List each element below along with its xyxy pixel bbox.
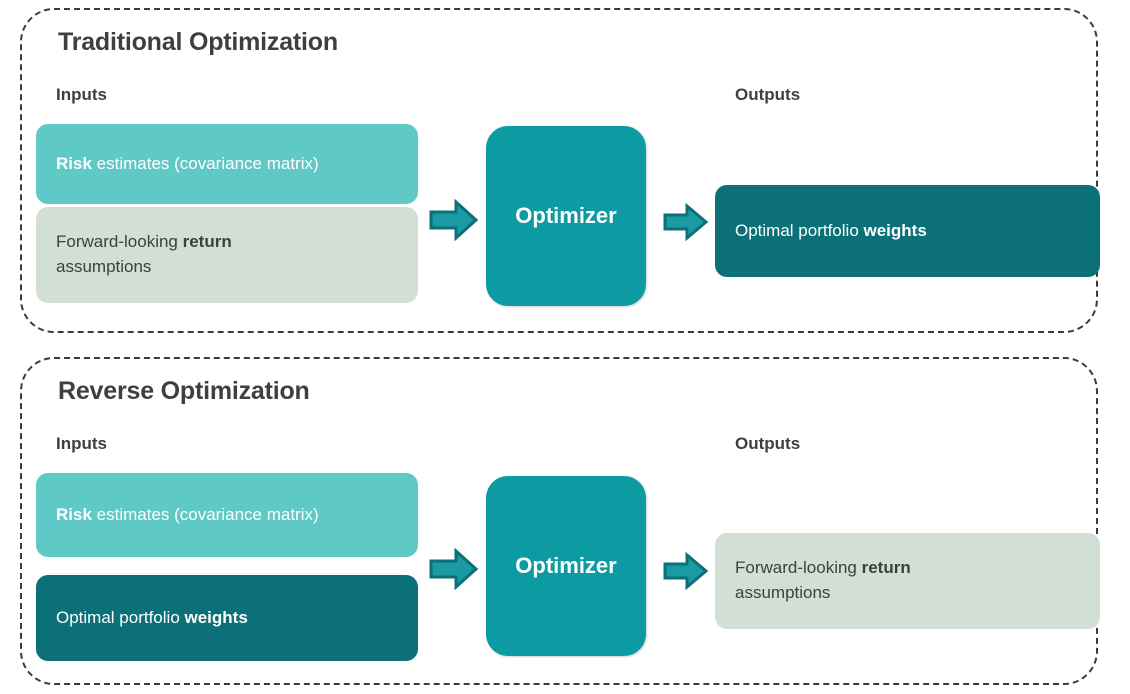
panel-traditional-optimization [20,8,1098,333]
inputs-label-traditional: Inputs [56,85,107,104]
input-box-return-traditional[interactable]: Forward-looking return assumptions [36,207,418,303]
inputs-label-reverse: Inputs [56,434,107,453]
arrow-right-icon-input-reverse [429,548,479,590]
input-box-weights-reverse[interactable]: Optimal portfolio weights [36,575,418,661]
panel-title-traditional: Traditional Optimization [58,28,338,56]
output-box-weights-traditional[interactable]: Optimal portfolio weights [715,185,1100,277]
input-return-line1-pre-traditional: Forward-looking [56,232,183,252]
optimizer-box-traditional[interactable]: Optimizer [486,126,646,306]
optimizer-label-reverse: Optimizer [515,553,617,578]
output-return-line2-reverse: assumptions [735,583,831,602]
input-box-risk-traditional[interactable]: Risk estimates (covariance matrix) [36,124,418,204]
input-risk-rest-traditional: estimates (covariance matrix) [91,153,319,173]
arrow-right-icon-input-traditional [429,199,479,241]
panel-title-reverse: Reverse Optimization [58,377,310,405]
input-weights-bold-reverse: weights [184,607,248,627]
outputs-label-traditional: Outputs [735,85,801,104]
input-return-line1-bold-traditional: return [182,232,232,252]
arrow-right-icon-output-reverse [663,552,709,590]
output-weights-bold-traditional: weights [863,220,927,240]
output-box-return-reverse[interactable]: Forward-looking return assumptions [715,533,1100,629]
input-risk-bold-reverse: Risk [56,504,92,524]
output-return-line1-bold-reverse: return [861,558,911,578]
input-risk-rest-reverse: estimates (covariance matrix) [91,504,319,524]
input-risk-bold-traditional: Risk [56,153,92,173]
outputs-label-reverse: Outputs [735,434,801,453]
arrow-right-icon-output-traditional [663,203,709,241]
output-weights-pre-traditional: Optimal portfolio [735,220,864,240]
input-weights-pre-reverse: Optimal portfolio [56,607,185,627]
input-return-line2-traditional: assumptions [56,257,152,276]
input-box-risk-reverse[interactable]: Risk estimates (covariance matrix) [36,473,418,557]
output-return-line1-pre-reverse: Forward-looking [735,558,862,578]
optimizer-label-traditional: Optimizer [515,203,617,228]
panel-reverse-optimization [20,357,1098,685]
optimizer-box-reverse[interactable]: Optimizer [486,476,646,656]
